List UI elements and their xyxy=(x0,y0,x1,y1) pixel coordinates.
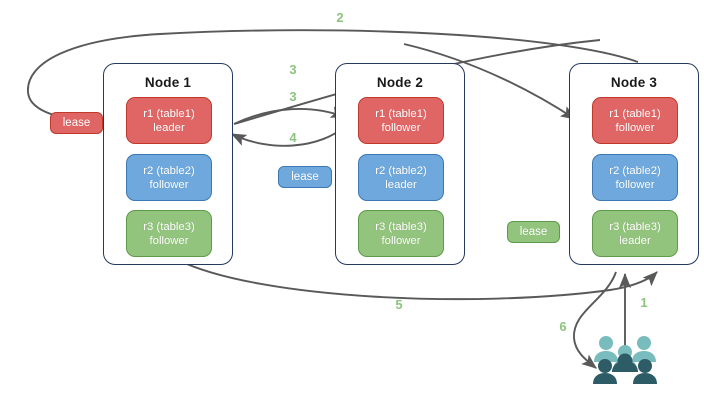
replica-r1[interactable]: r1 (table1) leader xyxy=(126,97,212,144)
replica-r1[interactable]: r1 (table1) follower xyxy=(592,97,678,144)
replica-r3[interactable]: r3 (table3) follower xyxy=(126,210,212,257)
replica-name: r2 (table2) xyxy=(375,164,427,177)
replica-role: follower xyxy=(381,121,421,134)
replica-name: r2 (table2) xyxy=(609,164,661,177)
people-front-row xyxy=(593,353,657,384)
step-label-6: 6 xyxy=(559,319,567,334)
step-label-1: 1 xyxy=(640,295,648,310)
replica-name: r1 (table1) xyxy=(375,107,427,120)
replica-r1[interactable]: r1 (table1) follower xyxy=(358,97,444,144)
node-card-1[interactable]: Node 1 r1 (table1) leader r2 (table2) fo… xyxy=(103,63,233,265)
replica-name: r3 (table3) xyxy=(375,220,427,233)
lease-badge-r2[interactable]: lease xyxy=(278,166,332,188)
replica-role: follower xyxy=(381,234,421,247)
replica-r2[interactable]: r2 (table2) leader xyxy=(358,154,444,201)
replica-r3[interactable]: r3 (table3) leader xyxy=(592,210,678,257)
node-card-2[interactable]: Node 2 r1 (table1) follower r2 (table2) … xyxy=(335,63,465,265)
replica-role: follower xyxy=(615,178,655,191)
replica-name: r3 (table3) xyxy=(143,220,195,233)
replica-role: leader xyxy=(619,234,651,247)
replica-r2[interactable]: r2 (table2) follower xyxy=(126,154,212,201)
step-label-4: 4 xyxy=(289,130,297,145)
replica-r3[interactable]: r3 (table3) follower xyxy=(358,210,444,257)
step-label-3-lower: 3 xyxy=(289,89,297,104)
lease-badge-r1[interactable]: lease xyxy=(50,112,103,134)
replica-role: leader xyxy=(385,178,417,191)
lease-badge-r3[interactable]: lease xyxy=(507,221,560,243)
edge-step-3-lower xyxy=(233,106,347,125)
replica-role: follower xyxy=(615,121,655,134)
node-title: Node 1 xyxy=(144,75,192,90)
step-label-3-upper: 3 xyxy=(289,62,297,77)
replica-name: r3 (table3) xyxy=(609,220,661,233)
node-title: Node 3 xyxy=(610,75,658,90)
replica-role: follower xyxy=(149,234,189,247)
replica-name: r2 (table2) xyxy=(143,164,195,177)
replica-name: r1 (table1) xyxy=(609,107,661,120)
replica-name: r1 (table1) xyxy=(143,107,195,120)
step-label-5: 5 xyxy=(395,297,403,312)
node-card-3[interactable]: Node 3 r1 (table1) follower r2 (table2) … xyxy=(569,63,699,265)
replica-role: follower xyxy=(149,178,189,191)
edge-step-5 xyxy=(177,259,658,301)
replica-r2[interactable]: r2 (table2) follower xyxy=(592,154,678,201)
node-title: Node 2 xyxy=(376,75,424,90)
clients-people-icon xyxy=(592,334,658,384)
replica-role: leader xyxy=(153,121,185,134)
step-label-2: 2 xyxy=(336,10,344,25)
